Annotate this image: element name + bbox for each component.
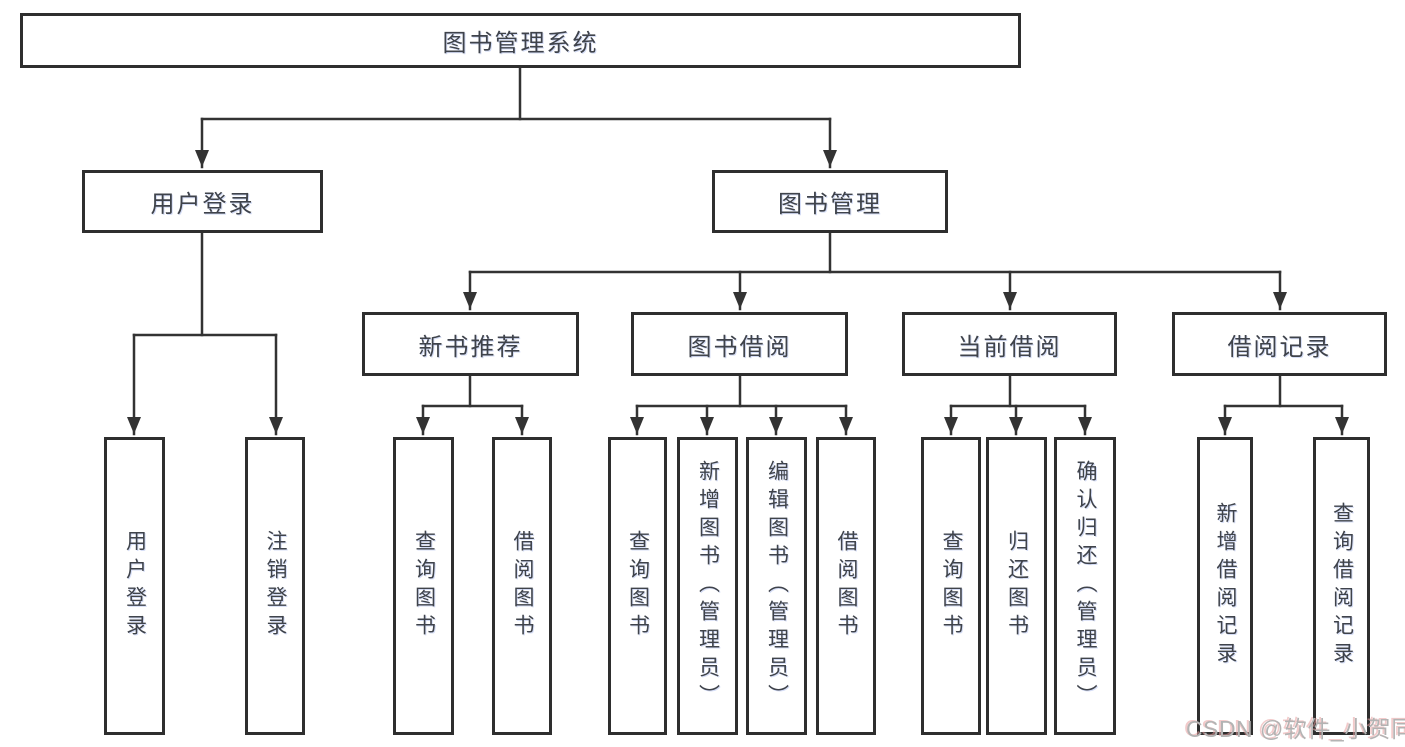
node-label: 注销登录 <box>264 530 287 642</box>
node-current-borrowing: 当前借阅 <box>902 312 1117 376</box>
node-label: 借阅图书 <box>835 530 858 642</box>
node-label: 新增图书（管理员） <box>696 460 720 712</box>
node-label: 确认归还（管理员） <box>1074 460 1097 712</box>
node-user-login: 用户登录 <box>82 170 323 233</box>
leaf-user-login: 用户登录 <box>104 437 165 735</box>
edges-book-management <box>463 231 1287 311</box>
leaf-borrow-books-recommend: 借阅图书 <box>492 437 552 735</box>
leaf-query-borrow-record: 查询借阅记录 <box>1313 437 1370 735</box>
node-label: 借阅记录 <box>1227 333 1332 361</box>
edges-user-login <box>127 231 283 436</box>
edges-new-book-recommend <box>416 374 529 436</box>
leaf-add-borrow-record: 新增借阅记录 <box>1197 437 1253 735</box>
leaf-add-book-admin: 新增图书（管理员） <box>677 437 738 735</box>
node-label: 图书借阅 <box>687 333 792 361</box>
leaf-borrow-books-borrowing: 借阅图书 <box>816 437 876 735</box>
node-label: 用户登录 <box>123 530 147 642</box>
leaf-logout: 注销登录 <box>245 437 305 735</box>
node-label: 查询图书 <box>940 530 963 642</box>
node-label: 查询图书 <box>626 530 650 642</box>
node-label: 新书推荐 <box>418 333 523 361</box>
node-borrowing-records: 借阅记录 <box>1172 312 1387 376</box>
node-label: 归还图书 <box>1005 530 1029 642</box>
leaf-edit-book-admin: 编辑图书（管理员） <box>746 437 807 735</box>
leaf-query-books-current: 查询图书 <box>921 437 981 735</box>
node-root-system: 图书管理系统 <box>20 13 1021 68</box>
node-label: 查询借阅记录 <box>1330 502 1354 670</box>
node-label: 借阅图书 <box>511 530 534 642</box>
edges-root <box>195 66 837 169</box>
watermark: CSDN @软件_小贺同学 <box>1186 716 1405 742</box>
node-label: 用户登录 <box>150 191 255 218</box>
leaf-query-books-borrowing: 查询图书 <box>608 437 667 735</box>
node-label: 图书管理 <box>778 191 882 218</box>
leaf-return-books: 归还图书 <box>986 437 1047 735</box>
node-label: 图书管理系统 <box>442 30 599 57</box>
node-book-borrowing: 图书借阅 <box>631 312 848 376</box>
leaf-query-books-recommend: 查询图书 <box>393 437 454 735</box>
node-label: 编辑图书（管理员） <box>765 460 789 712</box>
node-label: 新增借阅记录 <box>1214 502 1237 670</box>
node-label: 查询图书 <box>412 530 436 642</box>
edges-current-borrowing <box>944 374 1092 436</box>
leaf-confirm-return-admin: 确认归还（管理员） <box>1054 437 1116 735</box>
edges-borrowing-records <box>1218 374 1349 436</box>
node-book-management: 图书管理 <box>712 170 948 233</box>
edges-book-borrowing <box>630 374 853 436</box>
node-new-book-recommend: 新书推荐 <box>362 312 579 376</box>
node-label: 当前借阅 <box>957 333 1062 361</box>
